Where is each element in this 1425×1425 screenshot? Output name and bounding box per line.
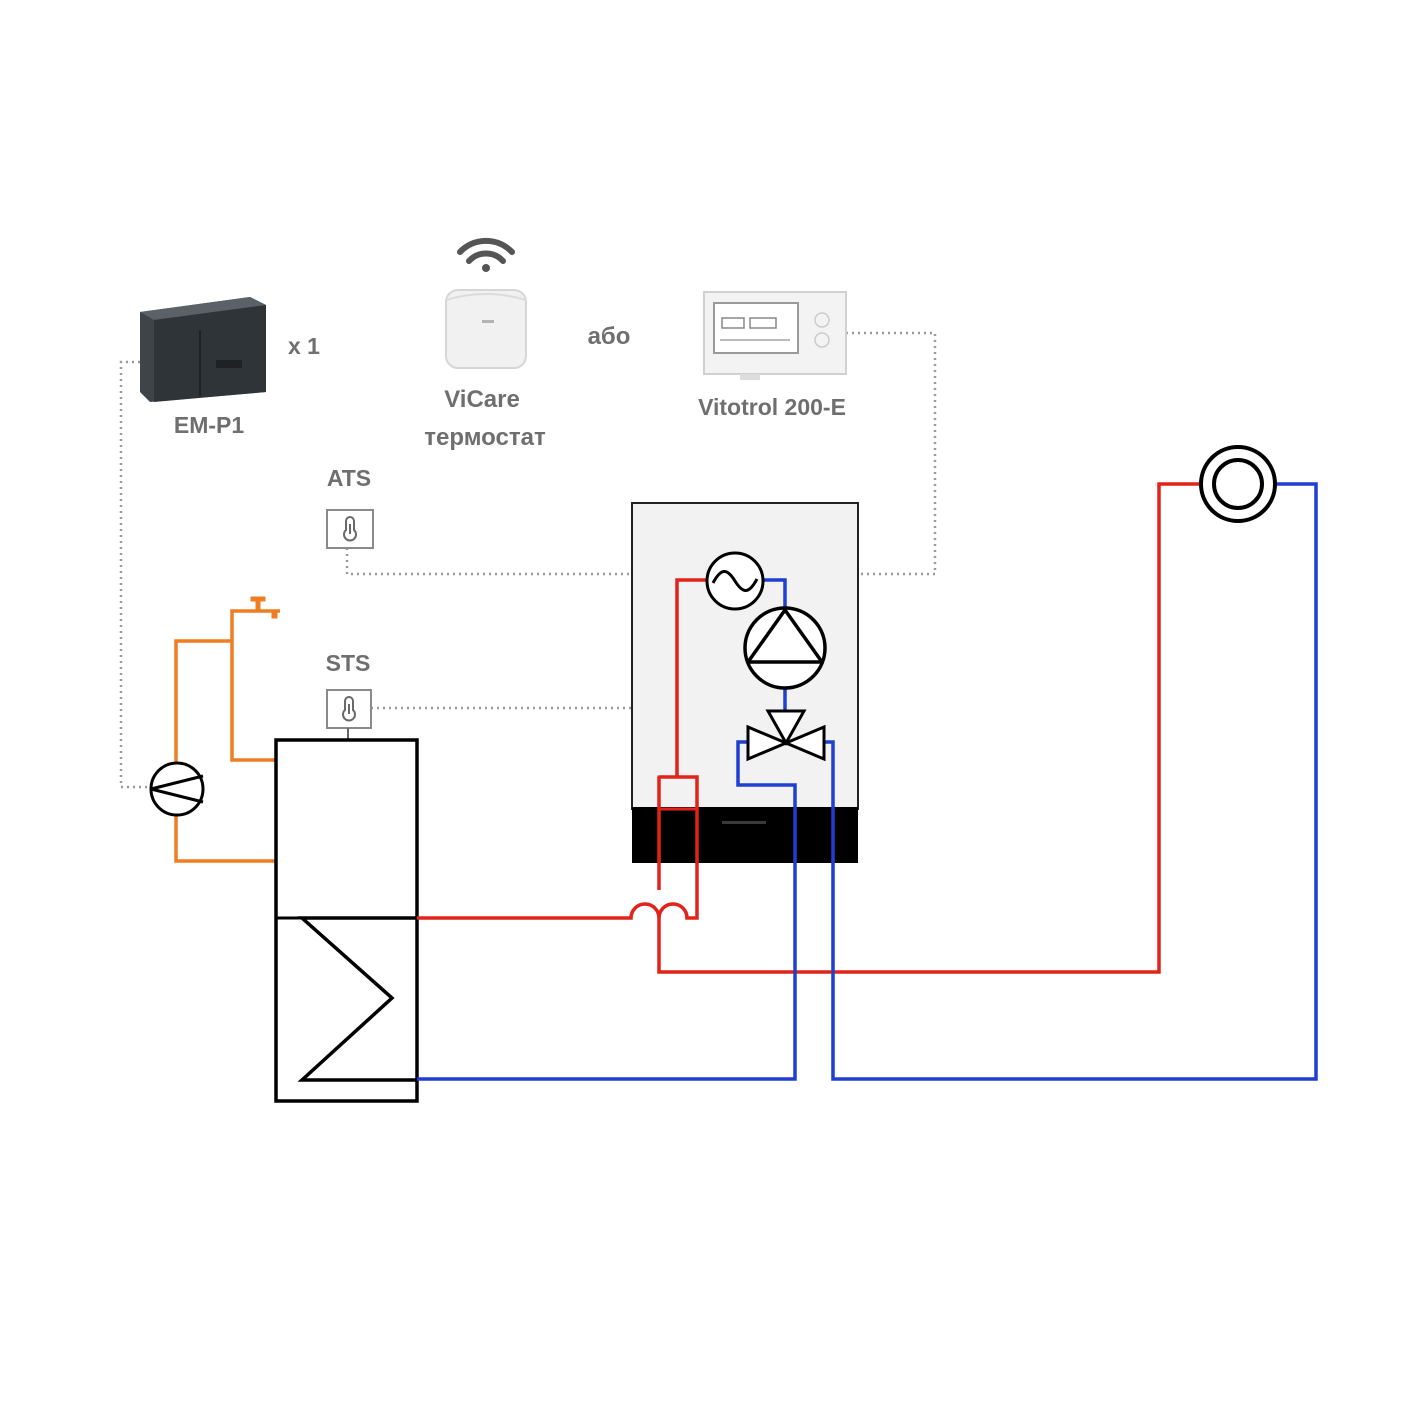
heating-circuit-icon	[1199, 445, 1277, 523]
heat-exchanger-icon	[705, 551, 765, 611]
three-way-valve-icon	[746, 709, 826, 762]
temperature-sensor-icon	[343, 516, 357, 542]
ats-sensor	[326, 509, 374, 549]
em-p1-module	[140, 297, 266, 402]
circulation-pump	[149, 761, 205, 817]
vitotrol-wire	[846, 331, 937, 576]
wifi-icon	[457, 237, 515, 272]
vicare-label: ViCare	[444, 386, 520, 413]
dhw-circulation-pipes	[174, 609, 280, 863]
vicare-thermostat	[445, 289, 527, 369]
return-pipes	[417, 482, 1318, 1081]
faucet-icon	[250, 596, 278, 619]
em-p1-label: EM-P1	[173, 412, 245, 438]
sts-label: STS	[325, 650, 371, 676]
ats-wire	[345, 548, 632, 576]
pump-icon	[743, 606, 827, 690]
temperature-sensor-icon	[342, 696, 356, 722]
heating-coil	[297, 916, 417, 1082]
vitotrol-200e-device	[703, 291, 847, 380]
sts-sensor	[326, 689, 372, 729]
em-p1-to-pump-wire	[119, 360, 150, 789]
dhw-storage-tank	[274, 738, 419, 1103]
quantity-label: x 1	[288, 333, 320, 359]
vitotrol-label: Vitotrol 200-E	[698, 394, 846, 420]
ats-label: ATS	[326, 465, 372, 491]
vicare-subtitle: термостат	[424, 424, 546, 451]
or-label: або	[587, 323, 631, 350]
control-wiring	[119, 331, 937, 789]
plate-heat-exchanger	[657, 775, 699, 811]
